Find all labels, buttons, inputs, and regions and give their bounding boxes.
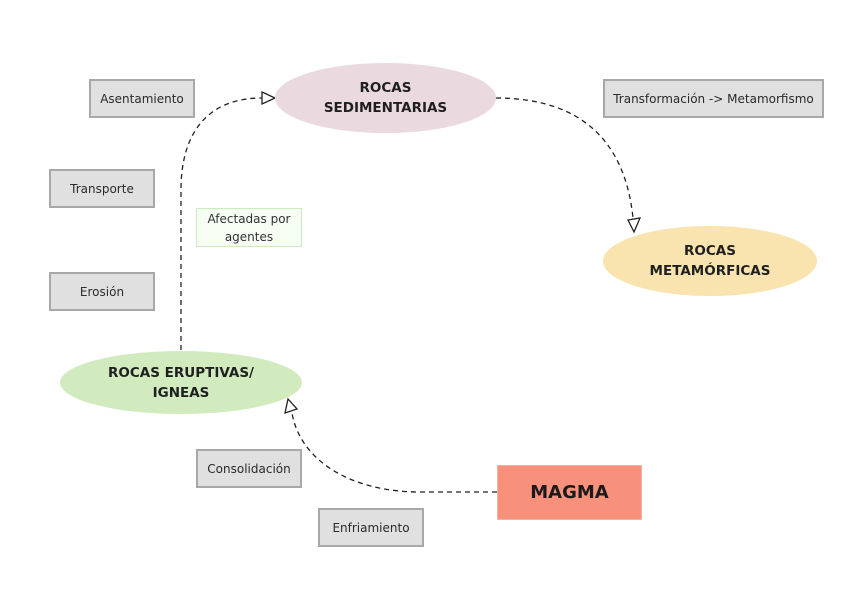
note-line2: agentes [224, 229, 274, 244]
node-magma-label: MAGMA [530, 482, 609, 503]
label-enfriamiento[interactable]: Enfriamiento [318, 508, 424, 547]
node-label-line2: METAMÓRFICAS [649, 263, 771, 279]
arrowhead-icon [627, 217, 642, 234]
node-label-line1: ROCAS [359, 80, 412, 96]
note-afectadas-por-agentes[interactable]: Afectadas por agentes [196, 208, 302, 247]
label-text: Transformación -> Metamorfismo [613, 91, 814, 106]
label-transporte[interactable]: Transporte [49, 169, 155, 208]
label-text: Enfriamiento [332, 520, 410, 535]
note-line1: Afectadas por [207, 211, 291, 226]
label-consolidacion[interactable]: Consolidación [196, 449, 302, 488]
label-text: Consolidación [207, 461, 291, 476]
node-label-line2: IGNEAS [152, 384, 210, 401]
label-erosion[interactable]: Erosión [49, 272, 155, 311]
node-rocas-sedimentarias[interactable]: ROCAS SEDIMENTARIAS [275, 63, 496, 133]
label-text: Transporte [70, 181, 134, 196]
node-magma[interactable]: MAGMA [497, 465, 642, 520]
node-label-line1: ROCAS [684, 243, 736, 259]
node-rocas-eruptivas[interactable]: ROCAS ERUPTIVAS/ IGNEAS [60, 351, 302, 414]
edge-magma-to-eruptivas [291, 412, 497, 493]
node-label-line2: SEDIMENTARIAS [323, 100, 448, 116]
node-label-line1: ROCAS ERUPTIVAS/ [108, 364, 254, 381]
label-asentamiento[interactable]: Asentamiento [89, 79, 195, 118]
label-text: Asentamiento [100, 91, 184, 106]
arrowhead-icon [261, 90, 277, 106]
node-rocas-metamorficas[interactable]: ROCAS METAMÓRFICAS [603, 226, 817, 296]
label-transformacion[interactable]: Transformación -> Metamorfismo [603, 79, 824, 118]
arrowhead-icon [284, 397, 299, 414]
label-text: Erosión [79, 284, 125, 299]
